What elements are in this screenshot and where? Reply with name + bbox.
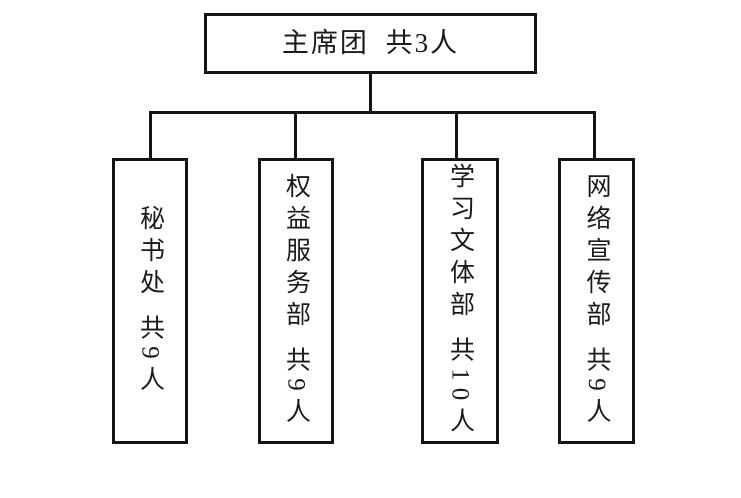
dept-box-network-publicity: 网络宣传部 共9人	[558, 158, 635, 444]
dept-box-study-culture-sports: 学习文体部 共10人	[421, 158, 499, 444]
root-box-label: 主席团 共3人	[281, 28, 460, 58]
dept-box-label: 权益服务部 共9人	[282, 172, 310, 430]
connector-rail	[149, 111, 596, 114]
dept-box-label: 网络宣传部 共9人	[583, 172, 610, 430]
connector-root-stem	[369, 74, 372, 114]
dept-box-secretariat: 秘书处 共9人	[112, 158, 188, 444]
dept-box-label: 秘书处 共9人	[136, 204, 164, 398]
connector-drop-2	[294, 111, 297, 158]
dept-box-rights-service: 权益服务部 共9人	[258, 158, 334, 444]
root-box-presidium: 主席团 共3人	[204, 13, 537, 74]
connector-drop-3	[455, 111, 458, 158]
dept-box-label: 学习文体部 共10人	[446, 162, 474, 440]
connector-drop-4	[593, 111, 596, 158]
connector-drop-1	[149, 111, 152, 158]
